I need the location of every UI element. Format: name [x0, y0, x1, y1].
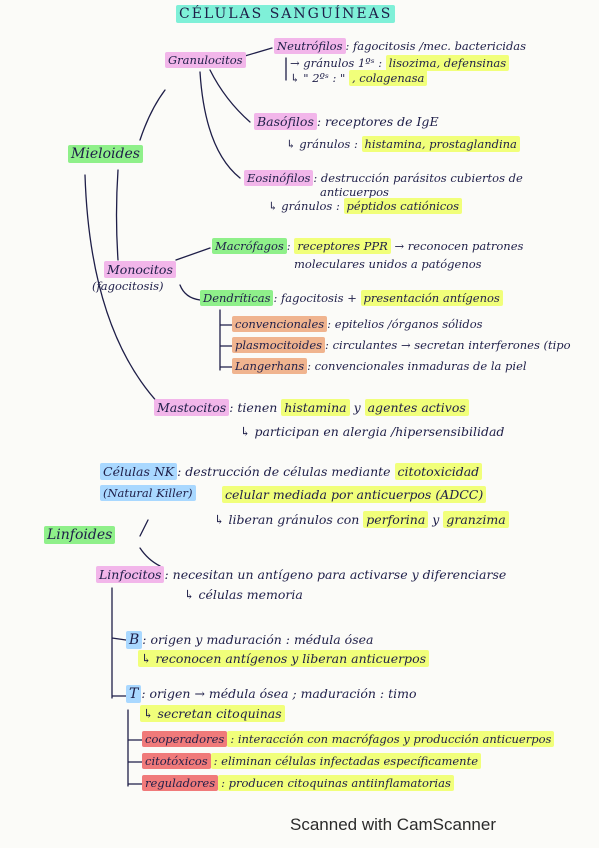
camscanner-watermark: Scanned with CamScanner	[290, 815, 497, 834]
connector-mieloides-mastocitos	[84, 174, 161, 406]
mastocitos-desc2: ↳ participan en alergia /hipersensibilid…	[240, 424, 505, 439]
linfocitos-line: Linfocitos: necesitan un antígeno para a…	[96, 566, 506, 583]
nk-sub: (Natural Killer)	[100, 485, 196, 501]
basofilos-granulos: ↳ gránulos : histamina, prostaglandina	[286, 136, 520, 152]
linfocitos-b-line: B: origen y maduración : médula ósea	[126, 631, 373, 649]
t-cooperadores: cooperadores: interacción con macrófagos…	[142, 731, 555, 747]
linfocitos-t-line: T: origen → médula ósea ; maduración : t…	[126, 685, 417, 703]
connector-gran-eosinofilos	[199, 71, 241, 179]
eosinofilos-granulos: ↳ gránulos : péptidos catiónicos	[268, 198, 463, 214]
macrofagos-line: Macrófagos: receptores PPR → reconocen p…	[212, 238, 523, 254]
connector-linfoides-linfocitos	[139, 547, 161, 567]
t-citotoxicos: citotóxicos: eliminan células infectadas…	[142, 753, 482, 769]
connector-mieloides-monocitos	[115, 169, 119, 261]
basofilos-label: Basófilos	[254, 113, 317, 130]
linfocitos-label: Linfocitos	[96, 566, 165, 583]
linfoides-heading: Linfoides	[44, 526, 116, 544]
dendriticas-convencionales: convencionales: epitelios /órganos sólid…	[232, 316, 483, 332]
nk-desc2: celular mediada por anticuerpos (ADCC)	[222, 486, 487, 503]
t-reguladores: reguladores: producen citoquinas antiinf…	[142, 775, 454, 791]
granulocitos-label: Granulocitos	[165, 52, 246, 68]
t-label: T	[126, 685, 142, 703]
neutrofilos-granulos-1: → gránulos 1ºˢ : lisozima, defensinas	[290, 55, 510, 71]
monocitos-sub: (fagocitosis)	[92, 279, 164, 293]
linfocitos-b-desc2: ↳ reconocen antígenos y liberan anticuer…	[138, 650, 430, 667]
page-title: CÉLULAS SANGUÍNEAS	[176, 5, 396, 23]
dendriticas-line: Dendríticas: fagocitosis + presentación …	[200, 290, 503, 306]
macrofagos-desc2: moleculares unidos a patógenos	[294, 257, 482, 271]
eosinofilos-line: Eosinófilos: destrucción parásitos cubie…	[244, 170, 523, 186]
macrofagos-label: Macrófagos	[212, 238, 287, 254]
monocitos-label: Monocitos	[104, 261, 176, 278]
eosinofilos-desc2: anticuerpos	[320, 185, 389, 199]
mieloides-heading: Mieloides	[68, 145, 143, 163]
connector-gran-basofilos	[209, 69, 251, 123]
connector-linfoides-nk	[139, 519, 149, 537]
connector-t-subtypes	[127, 709, 143, 787]
connector-mono-dendriticas	[179, 284, 201, 301]
dendriticas-langerhans: Langerhans: convencionales inmaduras de …	[232, 358, 527, 374]
neutrofilos-label: Neutrófilos	[274, 38, 346, 54]
basofilos-line: Basófilos: receptores de IgE	[254, 113, 439, 130]
linfocitos-desc2: ↳ células memoria	[184, 587, 303, 602]
mastocitos-label: Mastocitos	[154, 399, 230, 416]
neutrofilos-granulos-2: ↳ " 2ºˢ : " , colagenasa	[290, 70, 428, 86]
linfocitos-t-desc2: ↳ secretan citoquinas	[140, 705, 285, 722]
dendriticas-label: Dendríticas	[200, 290, 274, 306]
nk-label: Células NK	[100, 463, 178, 480]
connector-linfocitos-bt	[111, 587, 127, 699]
title-text: CÉLULAS SANGUÍNEAS	[176, 5, 396, 23]
connector-mono-macrofagos	[175, 247, 211, 261]
connector-mieloides-granulocitos	[139, 89, 166, 141]
neutrofilos-line: Neutrófilos: fagocitosis /mec. bacterici…	[274, 38, 526, 54]
b-label: B	[126, 631, 143, 649]
dendriticas-plasmocitoides: plasmocitoides: circulantes → secretan i…	[232, 337, 571, 353]
nk-desc3: ↳ liberan gránulos con perforina y granz…	[214, 511, 509, 528]
mastocitos-line: Mastocitos: tienen histamina y agentes a…	[154, 399, 469, 416]
eosinofilos-label: Eosinófilos	[244, 170, 314, 186]
nk-line: Células NK: destrucción de células media…	[100, 463, 483, 480]
connector-dend-branches	[219, 309, 233, 371]
